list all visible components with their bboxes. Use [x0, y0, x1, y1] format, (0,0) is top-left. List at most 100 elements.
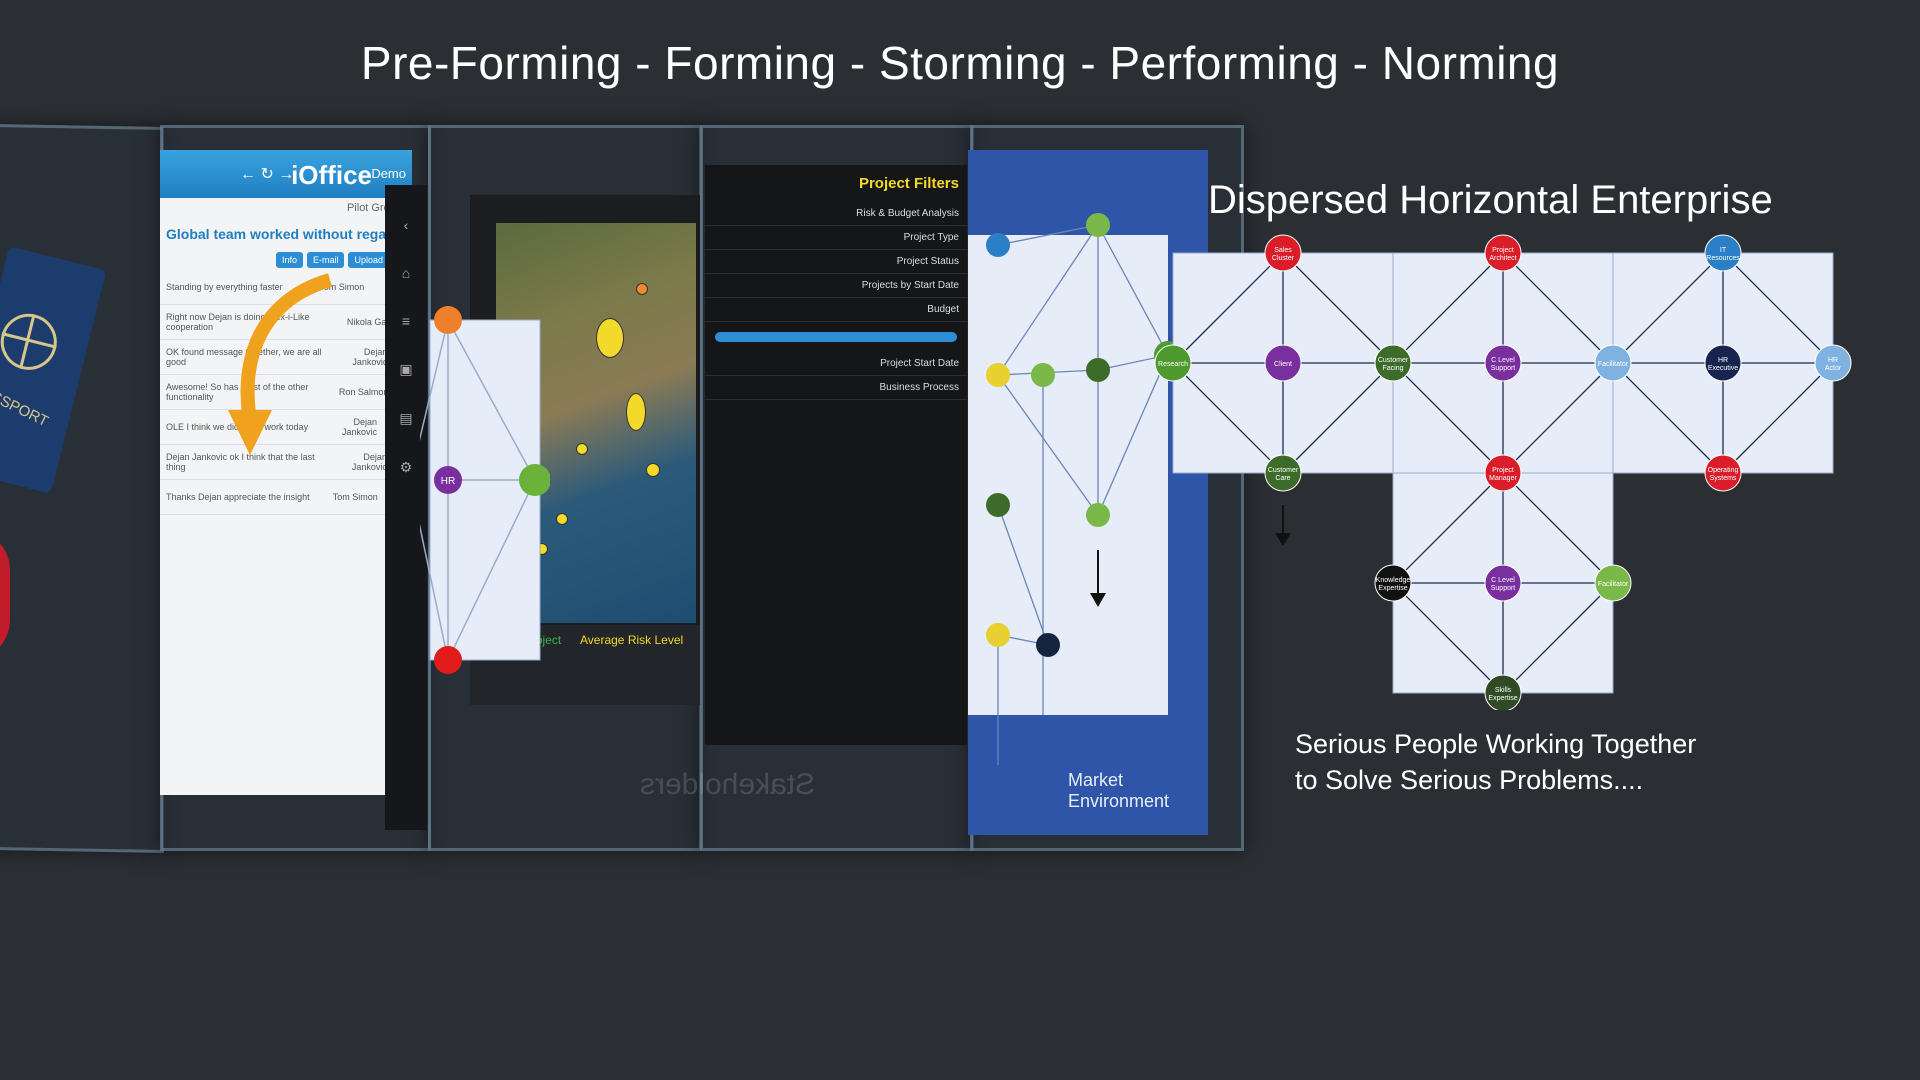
node-circle[interactable] — [1484, 234, 1522, 272]
tagline-line-1: Serious People Working Together — [1295, 729, 1697, 759]
node-label: Cluster — [1272, 255, 1295, 262]
tagline-line-2: to Solve Serious Problems.... — [1295, 765, 1644, 795]
node-circle[interactable] — [1484, 564, 1522, 602]
glass-panel-1 — [0, 123, 164, 853]
node-label: Sales — [1274, 247, 1292, 254]
node-circle[interactable] — [1704, 344, 1742, 382]
network-edge — [1502, 472, 1614, 584]
chat-author: Tom Simon — [332, 492, 378, 502]
node-label: Expertise — [1488, 695, 1517, 702]
project-type-label[interactable]: Project Type — [705, 226, 967, 250]
back-icon[interactable]: ‹ — [403, 217, 409, 233]
node-circle[interactable] — [1374, 344, 1412, 382]
list-icon[interactable]: ≡ — [401, 313, 411, 329]
network-edge — [1612, 362, 1724, 474]
nav-arrows-icon[interactable]: ← ↻ → — [240, 166, 295, 183]
gear-icon[interactable]: ⚙ — [399, 459, 413, 475]
left-hex-diagram: HR — [420, 306, 550, 674]
node-label: Systems — [1710, 475, 1737, 482]
chat-text: OK found message together, we are all go… — [166, 347, 322, 367]
node-label: C Level — [1491, 577, 1515, 584]
network-node-client[interactable]: Client — [1264, 344, 1302, 382]
doc-icon[interactable]: ▤ — [399, 410, 413, 426]
network-edge — [1392, 252, 1504, 364]
node-circle[interactable] — [1484, 454, 1522, 492]
chat-author: Dejan Jankovic — [352, 347, 388, 367]
node-label: Project — [1492, 247, 1514, 254]
email-button[interactable]: E-mail — [306, 252, 345, 268]
ioffice-brand: iOffice — [291, 160, 372, 190]
node-label: Resources — [1706, 255, 1740, 262]
node-label: C Level — [1491, 357, 1515, 364]
network-edge — [1172, 362, 1284, 474]
chat-author: Tom Simon — [319, 282, 365, 292]
chat-author: Nikola Gal — [346, 317, 389, 327]
ioffice-header: ← ↻ → iOffice Demo — [160, 150, 412, 198]
node-label: HR — [1718, 357, 1728, 364]
node-circle[interactable] — [1264, 344, 1302, 382]
network-edge — [1172, 252, 1284, 364]
info-button[interactable]: Info — [275, 252, 303, 268]
node-circle[interactable] — [1814, 344, 1852, 382]
node-label: Care — [1275, 475, 1290, 482]
node-label: Research — [1158, 361, 1188, 368]
node-label: Client — [1274, 361, 1292, 368]
business-process-label[interactable]: Business Process — [705, 376, 967, 400]
network-edge — [1722, 362, 1834, 474]
lock-icon[interactable]: ▣ — [399, 361, 413, 377]
market-environment-label: Market Environment — [1068, 770, 1170, 811]
network-node-fac1[interactable]: Facilitator — [1594, 344, 1632, 382]
node-circle[interactable] — [1264, 454, 1302, 492]
node-label: Project — [1492, 467, 1514, 474]
avg-risk-label: Average Risk Level — [580, 633, 684, 647]
node-label: Skills — [1495, 687, 1512, 694]
node-circle[interactable] — [1484, 674, 1522, 710]
hr-node-label: HR — [441, 476, 455, 487]
node-circle[interactable] — [1704, 454, 1742, 492]
node-circle[interactable] — [1594, 344, 1632, 382]
globe-icon — [0, 307, 63, 376]
node-label: Executive — [1708, 365, 1738, 372]
node-label: Customer — [1378, 357, 1409, 364]
node-circle[interactable] — [1264, 234, 1302, 272]
node-circle[interactable] — [1594, 564, 1632, 602]
budget-slider[interactable] — [715, 332, 957, 342]
node-circle[interactable] — [1484, 344, 1522, 382]
start-date-label[interactable]: Project Start Date — [705, 352, 967, 376]
network-node-research[interactable]: Research — [1154, 344, 1192, 382]
network-edge — [1722, 252, 1834, 364]
project-status-label[interactable]: Project Status — [705, 250, 967, 274]
network-node-fac2[interactable]: Facilitator — [1594, 564, 1632, 602]
home-icon[interactable]: ⌂ — [401, 265, 411, 281]
chat-author: Ron Salmon — [338, 387, 389, 397]
network-edge — [1282, 362, 1394, 474]
node-circle[interactable] — [1154, 344, 1192, 382]
network-edge — [1282, 252, 1394, 364]
curved-arrow-icon — [228, 273, 333, 455]
node-label: Facing — [1382, 365, 1403, 372]
node-circle[interactable] — [1374, 564, 1412, 602]
node-circle[interactable] — [1704, 234, 1742, 272]
budget-label[interactable]: Budget — [705, 298, 967, 322]
network-edge — [1612, 252, 1724, 364]
project-filters: Project Filters Risk & Budget Analysis P… — [705, 165, 967, 745]
node-label: Support — [1491, 365, 1516, 372]
node-label: Facilitator — [1598, 361, 1629, 368]
network-edge — [1502, 362, 1614, 474]
risk-title: Risk & Budget Analysis — [705, 202, 967, 226]
chat-text: Awesome! So has most of the other functi… — [166, 382, 309, 402]
